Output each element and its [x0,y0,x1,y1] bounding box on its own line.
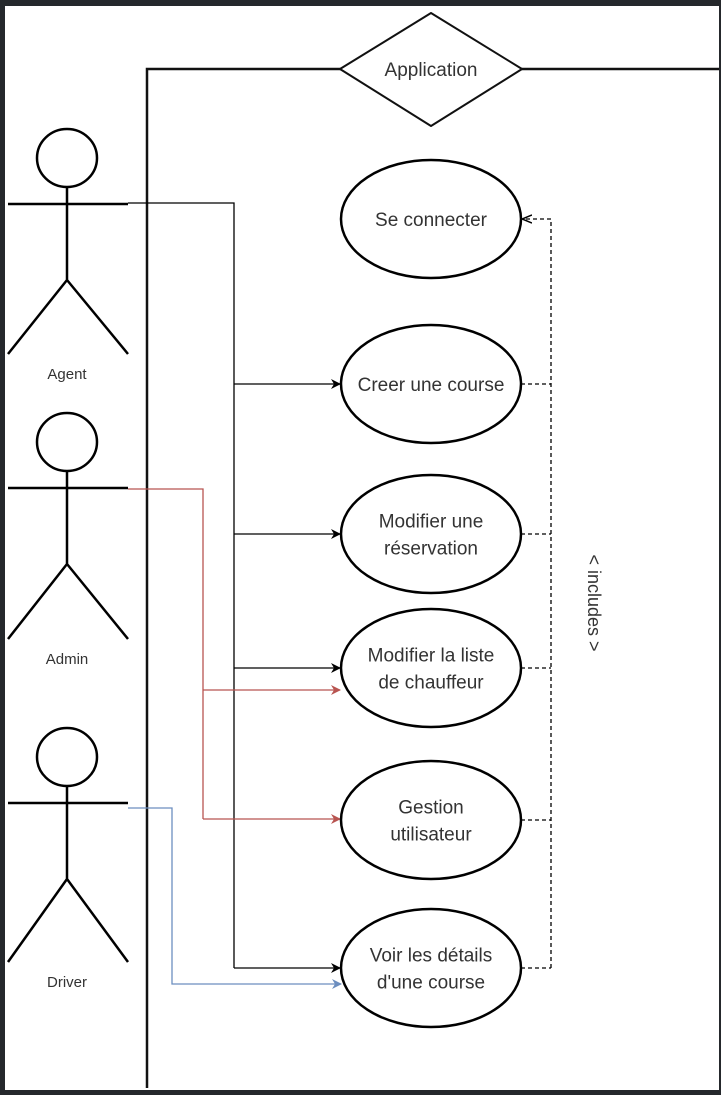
actor-body [6,786,130,963]
use-case[interactable]: Creer une course [339,323,523,445]
use-case-ellipse[interactable] [339,323,523,445]
use-case-ellipse[interactable] [339,907,523,1029]
actor-label: Driver [47,974,87,991]
driver-connectors [128,807,342,989]
agent-connectors [128,202,341,973]
use-case-label: Voir les détails [370,946,493,967]
use-case-label: Modifier la liste [368,646,495,667]
use-case-ellipse[interactable] [339,607,523,729]
actor-body [7,471,129,640]
use-case[interactable]: Se connecter [339,158,523,280]
actor-agent[interactable]: Agent [7,127,129,383]
use-case[interactable]: Gestion utilisateur [339,759,523,881]
actor-label: Admin [46,651,89,668]
use-case[interactable]: Modifier une réservation [339,473,523,595]
agent-trunk [128,202,235,968]
use-case-label: d'une course [377,973,485,994]
use-case-label: Se connecter [375,210,488,231]
use-case-label: Gestion [398,798,463,819]
includes-label: < includes > [584,554,604,651]
actor-head [35,411,99,473]
admin-connectors [128,488,341,824]
use-case-ellipse[interactable] [339,473,523,595]
use-case-label: utilisateur [390,825,472,846]
include-arrow-se-connecter [523,219,552,968]
use-case-ellipse[interactable] [339,158,523,280]
admin-trunk [128,488,204,819]
system-title: Application [385,60,478,81]
actor-body [7,187,129,355]
driver-arrow-voir-details [128,807,342,989]
include-branches [521,383,551,969]
actor-head [35,127,99,189]
actor-label: Agent [47,366,87,383]
use-case-label: Modifier une [379,512,484,533]
use-case-ellipse[interactable] [339,759,523,881]
includes-connectors [521,219,552,969]
actor-driver[interactable]: Driver [6,726,130,991]
system-title-diamond[interactable] [339,12,523,127]
use-case-label: de chauffeur [378,673,484,694]
use-case[interactable]: Voir les détails d'une course [339,907,523,1029]
use-case-label: réservation [384,539,478,560]
system-boundary [145,67,719,1088]
actor-head [35,726,99,788]
use-case-label: Creer une course [358,375,505,396]
actor-admin[interactable]: Admin [7,411,129,668]
use-case[interactable]: Modifier la liste de chauffeur [339,607,523,729]
